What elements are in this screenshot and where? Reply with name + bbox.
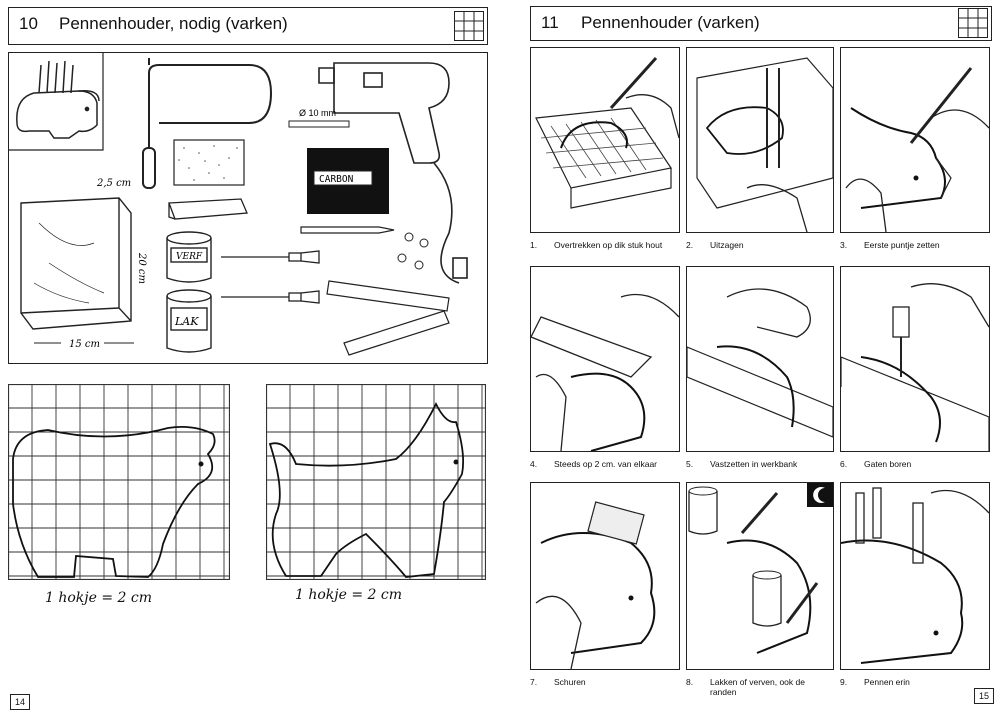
step-2-illustration [686,47,834,233]
drawing-pins-illustration [397,232,429,270]
step-8-text: Lakken of verven, ook de randen [710,677,805,697]
width-label: 15 cm [69,339,100,350]
step-8-illustration [686,482,834,670]
step-7-number: 7. [530,677,538,687]
right-page-header: 11 Pennenhouder (varken) [530,6,992,41]
folding-ruler-illustration [326,280,450,356]
step-6-illustration [840,266,990,452]
carbon-label: CARBON [319,174,354,185]
materials-panel: Ø 10 mm CARBON 2,5 cm 15 cm 20 cm VERF [8,52,488,364]
step-4-number: 4. [530,459,538,469]
right-page-number: 11 [541,13,559,32]
step-5-illustration [686,266,834,452]
verf-label: VERF [176,252,203,262]
step-1-illustration [530,47,680,233]
right-page-title: Pennenhouder (varken) [581,13,760,32]
brush-illustration [221,250,320,304]
step-6-text: Gaten boren [864,459,912,469]
materials-illustration: Ø 10 mm CARBON 2,5 cm 15 cm 20 cm VERF [9,53,468,356]
electric-drill-illustration [318,62,468,284]
step-1-number: 1. [530,240,538,250]
left-page-number: 10 [19,14,38,33]
step-9-number: 9. [840,677,848,687]
checklist-grid-icon [454,11,484,41]
right-page-number-box: 15 [974,688,994,704]
left-page-header: 10 Pennenhouder, nodig (varken) [8,7,488,45]
coping-saw-illustration [142,58,273,189]
step-5-number: 5. [686,459,694,469]
wood-block-illustration [20,197,132,330]
grid-scale-note-2: 1 hokje = 2 cm [295,587,403,603]
step-2-number: 2. [686,240,694,250]
finished-pig-thumbnail [16,60,100,139]
paint-tin-illustration [166,231,212,283]
step-8-number: 8. [686,677,694,687]
lak-label: LAK [174,315,199,328]
step-3-text: Eerste puntje zetten [864,240,940,250]
grid-scale-note-1: 1 hokje = 2 cm [45,590,153,606]
left-page-title: Pennenhouder, nodig (varken) [59,14,288,33]
step-4-text: Steeds op 2 cm. van elkaar [554,459,658,469]
step-9-text: Pennen erin [864,677,910,687]
sandpaper-illustration [173,139,245,186]
step-7-text: Schuren [554,677,586,687]
step-3-number: 3. [840,240,848,250]
step-3-illustration [840,47,990,233]
pig-pattern-grid [8,384,230,580]
moon-icon [807,483,833,507]
step-1-text: Overtrekken op dik stuk hout [554,240,663,250]
drill-size-label: Ø 10 mm [299,108,336,118]
pencil-illustration [300,226,395,234]
step-6-number: 6. [840,459,848,469]
thickness-label: 2,5 cm [96,178,131,189]
left-page-number-box: 14 [10,694,30,710]
step-5-text: Vastzetten in werkbank [710,459,798,469]
height-label: 20 cm [136,252,147,284]
step-4-illustration [530,266,680,452]
lacquer-tin-illustration [166,289,212,353]
step-9-illustration [840,482,990,670]
step-2-text: Uitzagen [710,240,744,250]
pig-pattern-grid-alt [266,384,486,580]
step-7-illustration [530,482,680,670]
checklist-grid-icon [958,8,988,38]
